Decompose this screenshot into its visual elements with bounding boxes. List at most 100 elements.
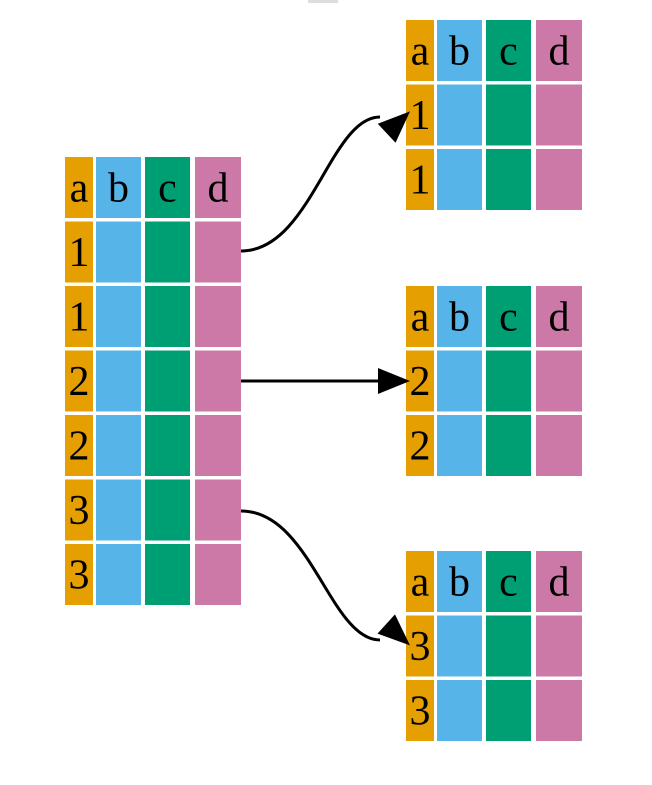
cell-b [96,544,141,605]
cell-d [536,149,582,210]
cell-c [486,615,531,677]
cell-c [145,415,190,476]
cell-d [536,84,582,146]
column-header-label: c [499,295,518,341]
cell-c [145,350,190,412]
cell-b [96,415,141,476]
arrowhead-icon [378,368,410,394]
cell-d [195,544,241,605]
cell-b [437,149,482,210]
group-key-label: 2 [69,424,90,470]
group-key-label: 3 [69,553,90,599]
cell-c [145,286,190,347]
cell-a [65,544,93,605]
cell-a [65,286,93,347]
cell-a [65,415,93,476]
cell-a [65,350,93,412]
cell-d [195,221,241,283]
header-cell-c [486,20,531,81]
group-key-label: 2 [69,359,90,405]
header-cell-b [437,286,482,347]
cell-a [406,680,434,741]
cell-b [437,615,482,677]
column-header-label: a [411,29,430,75]
header-cell-a [406,551,434,612]
header-cell-b [437,20,482,81]
arrowhead-icon [377,614,410,646]
cell-b [437,350,482,412]
cell-c [486,415,531,476]
header-cell-d [536,20,582,81]
column-header-label: b [449,295,470,341]
header-cell-d [536,551,582,612]
header-cell-a [406,20,434,81]
cell-a [406,615,434,677]
cell-a [406,84,434,146]
header-cell-b [437,551,482,612]
column-header-label: b [449,560,470,606]
cell-c [486,149,531,210]
cell-c [145,544,190,605]
column-header-label: c [499,560,518,606]
header-cell-d [195,157,241,218]
column-header-label: a [411,560,430,606]
cell-d [195,479,241,541]
cell-d [195,415,241,476]
group-key-label: 3 [69,488,90,534]
arrowhead-icon [377,111,410,143]
column-header-label: d [549,29,570,75]
cell-b [96,221,141,283]
header-cell-b [96,157,141,218]
group-key-label: 1 [69,295,90,341]
cell-b [96,286,141,347]
header-cell-d [536,286,582,347]
cell-d [536,350,582,412]
header-cell-c [486,286,531,347]
cell-d [536,680,582,741]
cell-a [65,221,93,283]
cell-c [145,479,190,541]
group-key-label: 3 [410,624,431,670]
cell-b [437,415,482,476]
column-header-label: c [499,29,518,75]
cell-c [145,221,190,283]
header-cell-c [486,551,531,612]
group-key-label: 1 [410,158,431,204]
column-header-label: d [549,295,570,341]
top-edge-mark [308,0,338,3]
group-key-label: 3 [410,689,431,735]
cell-a [65,479,93,541]
cell-a [406,149,434,210]
column-header-label: d [549,560,570,606]
header-cell-c [145,157,190,218]
column-header-label: c [158,166,177,212]
cell-d [536,615,582,677]
cell-c [486,84,531,146]
group-key-label: 2 [410,424,431,470]
cell-c [486,680,531,741]
group-key-label: 2 [410,359,431,405]
header-cell-a [406,286,434,347]
header-cell-a [65,157,93,218]
column-header-label: b [108,166,129,212]
group-key-label: 1 [410,93,431,139]
cell-a [406,350,434,412]
arrow-1 [240,115,381,253]
cell-a [406,415,434,476]
column-header-label: a [411,295,430,341]
cell-d [536,415,582,476]
cell-b [437,680,482,741]
cell-b [96,350,141,412]
cell-b [96,479,141,541]
column-header-label: b [449,29,470,75]
group-key-label: 1 [69,230,90,276]
cell-d [195,286,241,347]
cell-d [195,350,241,412]
column-header-label: d [208,166,229,212]
cell-b [437,84,482,146]
column-header-label: a [70,166,89,212]
